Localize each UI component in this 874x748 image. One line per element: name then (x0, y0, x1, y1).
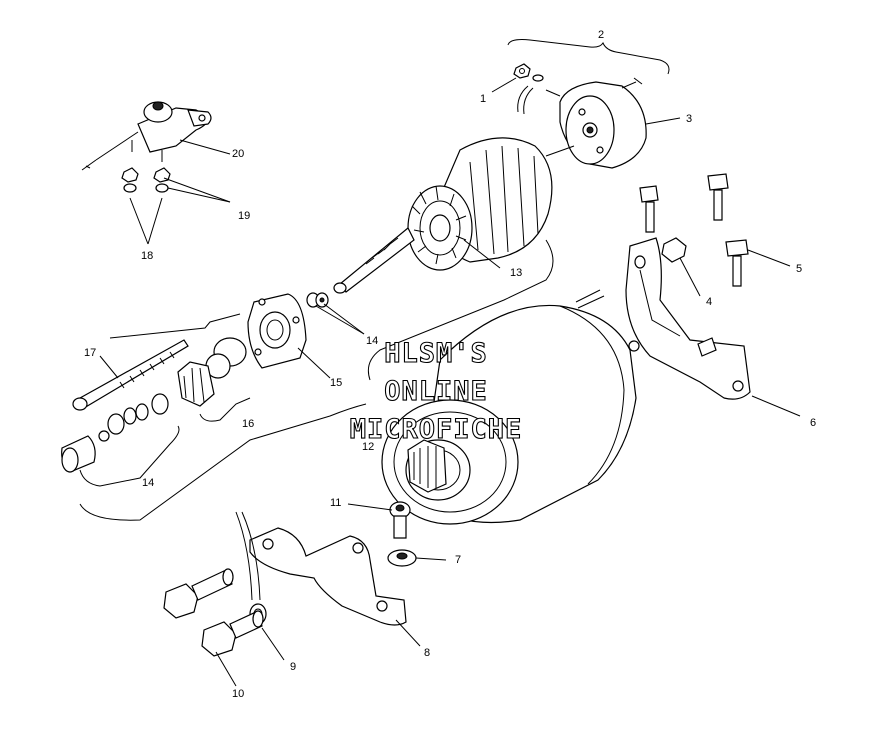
callout-19: 19 (238, 210, 250, 222)
group-bracket-2 (507, 39, 670, 75)
part-3-end-cover (545, 77, 647, 169)
part-10-bolts (163, 568, 264, 657)
part-14-washers (306, 292, 329, 308)
part-15-flange (247, 293, 307, 369)
callout-5: 5 (796, 263, 802, 275)
part-8-lower-bracket (235, 511, 407, 626)
group-bracket-14-lower (79, 425, 180, 487)
callout-labels: 1 2 3 4 5 6 7 8 9 10 11 12 13 14 14 15 1… (84, 29, 816, 700)
callout-2: 2 (598, 29, 604, 41)
part-17-through-bolt (72, 339, 189, 411)
callout-12: 12 (362, 441, 374, 453)
watermark-line-2: ONLINE (384, 376, 488, 407)
callout-16: 16 (242, 418, 254, 430)
group-bracket-12 (79, 403, 367, 521)
part-1-nut-wire (513, 63, 544, 115)
group-bracket-17 (109, 313, 241, 339)
part-11-bolt (389, 501, 411, 539)
callout-20: 20 (232, 148, 244, 160)
group-bracket-13 (367, 239, 554, 381)
watermark: HLSM'S ONLINE MICROFICHE (349, 337, 523, 445)
callout-6: 6 (810, 417, 816, 429)
part-13-armature (333, 137, 553, 294)
callout-3: 3 (686, 113, 692, 125)
callout-17: 17 (84, 347, 96, 359)
part-12-starter-housing (381, 289, 637, 525)
part-4-nut (661, 237, 687, 263)
callout-9: 9 (290, 661, 296, 673)
part-16-pinion (98, 337, 247, 442)
callout-14-upper: 14 (366, 335, 378, 347)
watermark-line-3: MICROFICHE (350, 414, 523, 445)
part-18-19-nuts (121, 167, 171, 193)
callout-13: 13 (510, 267, 522, 279)
callout-18: 18 (141, 250, 153, 262)
part-14-cap (61, 435, 96, 473)
part-5-bolts (639, 173, 749, 287)
callout-1: 1 (480, 93, 486, 105)
callout-10: 10 (232, 688, 244, 700)
part-6-mounting-bracket (625, 237, 751, 400)
callout-11: 11 (330, 497, 341, 509)
watermark-line-1: HLSM'S (384, 338, 488, 369)
callout-8: 8 (424, 647, 430, 659)
callout-4: 4 (706, 296, 712, 308)
callout-14-lower: 14 (142, 477, 154, 489)
group-bracket-16 (199, 397, 251, 422)
part-7-washer (387, 549, 417, 567)
part-20-solenoid (81, 101, 212, 171)
callout-7: 7 (455, 554, 461, 566)
leader-lines (99, 77, 801, 687)
callout-15: 15 (330, 377, 342, 389)
